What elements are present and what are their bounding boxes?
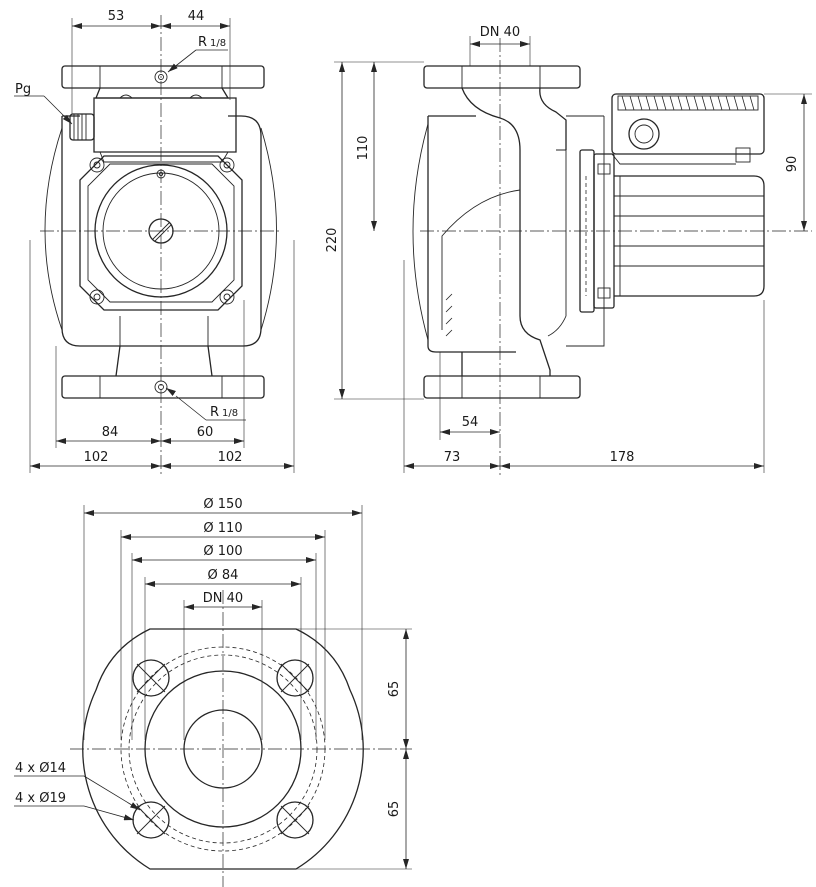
dim-inner-left: 84: [102, 425, 119, 440]
dim-top-left: 53: [108, 9, 125, 24]
dim-overall-height: 220: [325, 228, 340, 253]
dim-flange-offset: 54: [462, 415, 479, 430]
dim-motor-depth: 178: [610, 450, 635, 465]
hole-callout-small: 4 x Ø14: [15, 761, 66, 776]
port-bottom-label: R: [210, 405, 219, 420]
dim-flange-nominal: DN 40: [203, 591, 243, 606]
dim-nominal-size: DN 40: [480, 25, 520, 40]
hole-callout-large: 4 x Ø19: [15, 791, 66, 806]
dim-inner-right: 60: [197, 425, 214, 440]
dim-seal-diameter: Ø 84: [208, 568, 239, 583]
gauge-label: Pg: [15, 82, 31, 97]
dim-lower-offset: 65: [387, 801, 402, 818]
dim-bolt-circle-small: Ø 100: [203, 544, 242, 559]
dim-rear-depth: 73: [444, 450, 461, 465]
port-bottom-fraction: 1/8: [222, 408, 238, 419]
dim-upper-height: 110: [356, 136, 371, 161]
front-view: 53 44 R 1/8 Pg R 1/8 84 60 102 102: [14, 9, 295, 475]
dim-outer-right: 102: [218, 450, 243, 465]
dim-motor-height: 90: [785, 156, 800, 173]
dim-bolt-circle-large: Ø 110: [203, 521, 242, 536]
dim-outer-left: 102: [84, 450, 109, 465]
dim-flange-outer: Ø 150: [203, 497, 242, 512]
dim-top-right: 44: [188, 9, 205, 24]
dim-upper-offset: 65: [387, 681, 402, 698]
port-top-fraction: 1/8: [210, 38, 226, 49]
flange-view: Ø 150 Ø 110 Ø 100 Ø 84 DN 40 65 65 4 x Ø…: [14, 497, 412, 887]
side-view: DN 40 220 110 90 54 73 178: [325, 25, 812, 475]
port-top-label: R: [198, 35, 207, 50]
